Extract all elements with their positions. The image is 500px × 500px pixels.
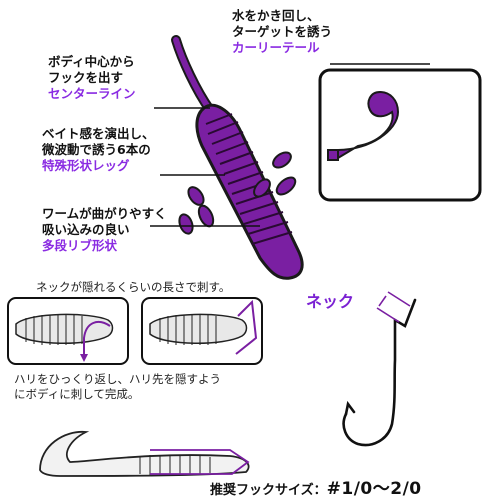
- callout-center: ボディ中心から フックを出す センターライン: [48, 54, 136, 101]
- callout-tail: 水をかき回し、 ターゲットを誘う カーリーテール: [232, 8, 333, 55]
- hook-icon: [342, 298, 417, 447]
- rigging-step2: ハリをひっくり返し、ハリ先を隠すよう にボディに刺して完成。: [14, 372, 221, 401]
- callout-legs: ベイト感を演出し、 微波動で誘う6本の 特殊形状レッグ: [42, 126, 155, 173]
- rigging-step1: ネックが隠れるくらいの長さで刺す。: [36, 280, 231, 294]
- recommended-hook-size: 推奨フックサイズ：#1/0〜2/0: [210, 479, 422, 499]
- callout-ribs: ワームが曲がりやすく 吸い込みの良い 多段リブ形状: [42, 206, 167, 253]
- hook-neck-label: ネック: [306, 292, 355, 311]
